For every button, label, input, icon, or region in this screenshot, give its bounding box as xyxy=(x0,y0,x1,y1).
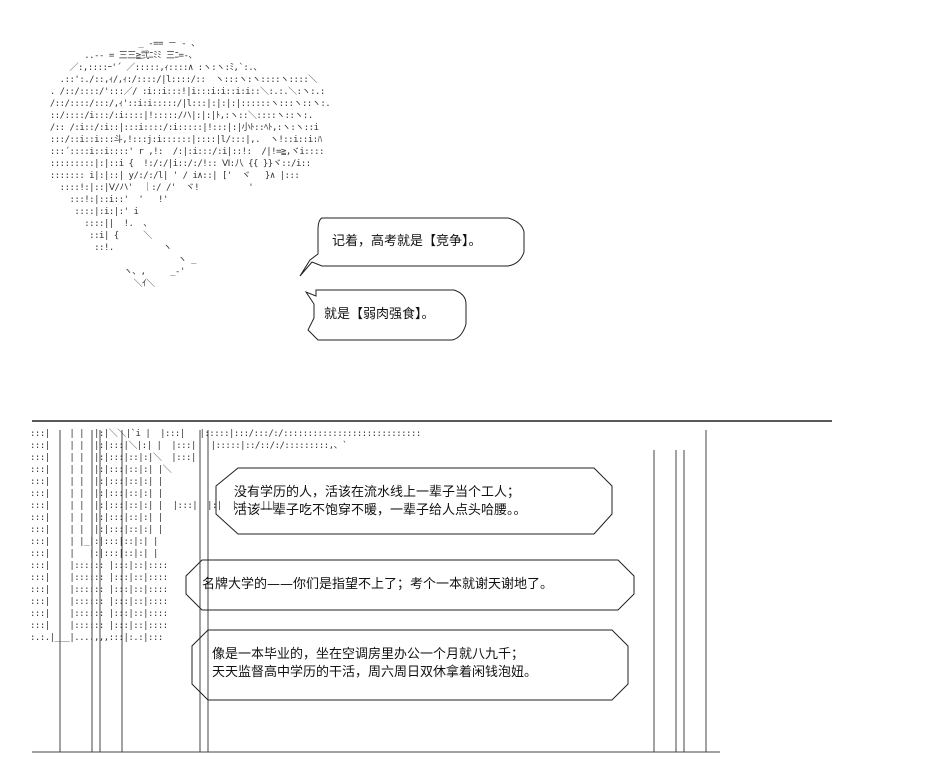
speech-bubble-1 xyxy=(299,217,525,277)
bubble-text-2: 就是【弱肉强食】。 xyxy=(324,306,435,324)
speech-bubble-4 xyxy=(185,559,635,611)
bubble-4-line-1: 名牌大学的——你们是指望不上了；考个一本就谢天谢地了。 xyxy=(202,577,554,592)
ascii-figure-head: _ -== － - 、 ..-‐ = 三三≧弐ﾆﾐﾐ 三ﾆ=-、 ／:,::::… xyxy=(49,39,331,289)
speech-bubble-3 xyxy=(215,467,613,535)
bubble-text-1: 记着，高考就是【竞争】。 xyxy=(332,233,482,251)
bubble-5-line-2: 天天监督高中学历的干活，周六周日双休拿着闲钱泡妞。 xyxy=(212,665,538,680)
background-pillars xyxy=(32,430,720,753)
bubble-2-line-1: 就是【弱肉强食】。 xyxy=(324,307,435,322)
speech-bubble-2 xyxy=(304,289,467,341)
speech-bubble-5 xyxy=(191,629,629,701)
bubble-3-line-1: 没有学历的人，活该在流水线上一辈子当个工人； xyxy=(234,485,521,500)
bubble-1-line-1: 记着，高考就是【竞争】。 xyxy=(332,234,482,249)
bubble-text-4: 名牌大学的——你们是指望不上了；考个一本就谢天谢地了。 xyxy=(202,576,553,594)
bubble-text-3: 没有学历的人，活该在流水线上一辈子当个工人； 活该一辈子吃不饱穿不暖，一辈子给人… xyxy=(234,484,527,520)
ascii-scene-background: :::| | | |:|＼＼|`i | |:::| |:::::|:::/:::… xyxy=(30,429,421,643)
bubble-3-line-2: 活该一辈子吃不饱穿不暖，一辈子给人点头哈腰。。 xyxy=(234,503,527,518)
bubble-text-5: 像是一本毕业的，坐在空调房里办公一个月就八九千； 天天监督高中学历的干活，周六周… xyxy=(212,646,537,682)
bubble-5-line-1: 像是一本毕业的，坐在空调房里办公一个月就八九千； xyxy=(212,647,525,662)
